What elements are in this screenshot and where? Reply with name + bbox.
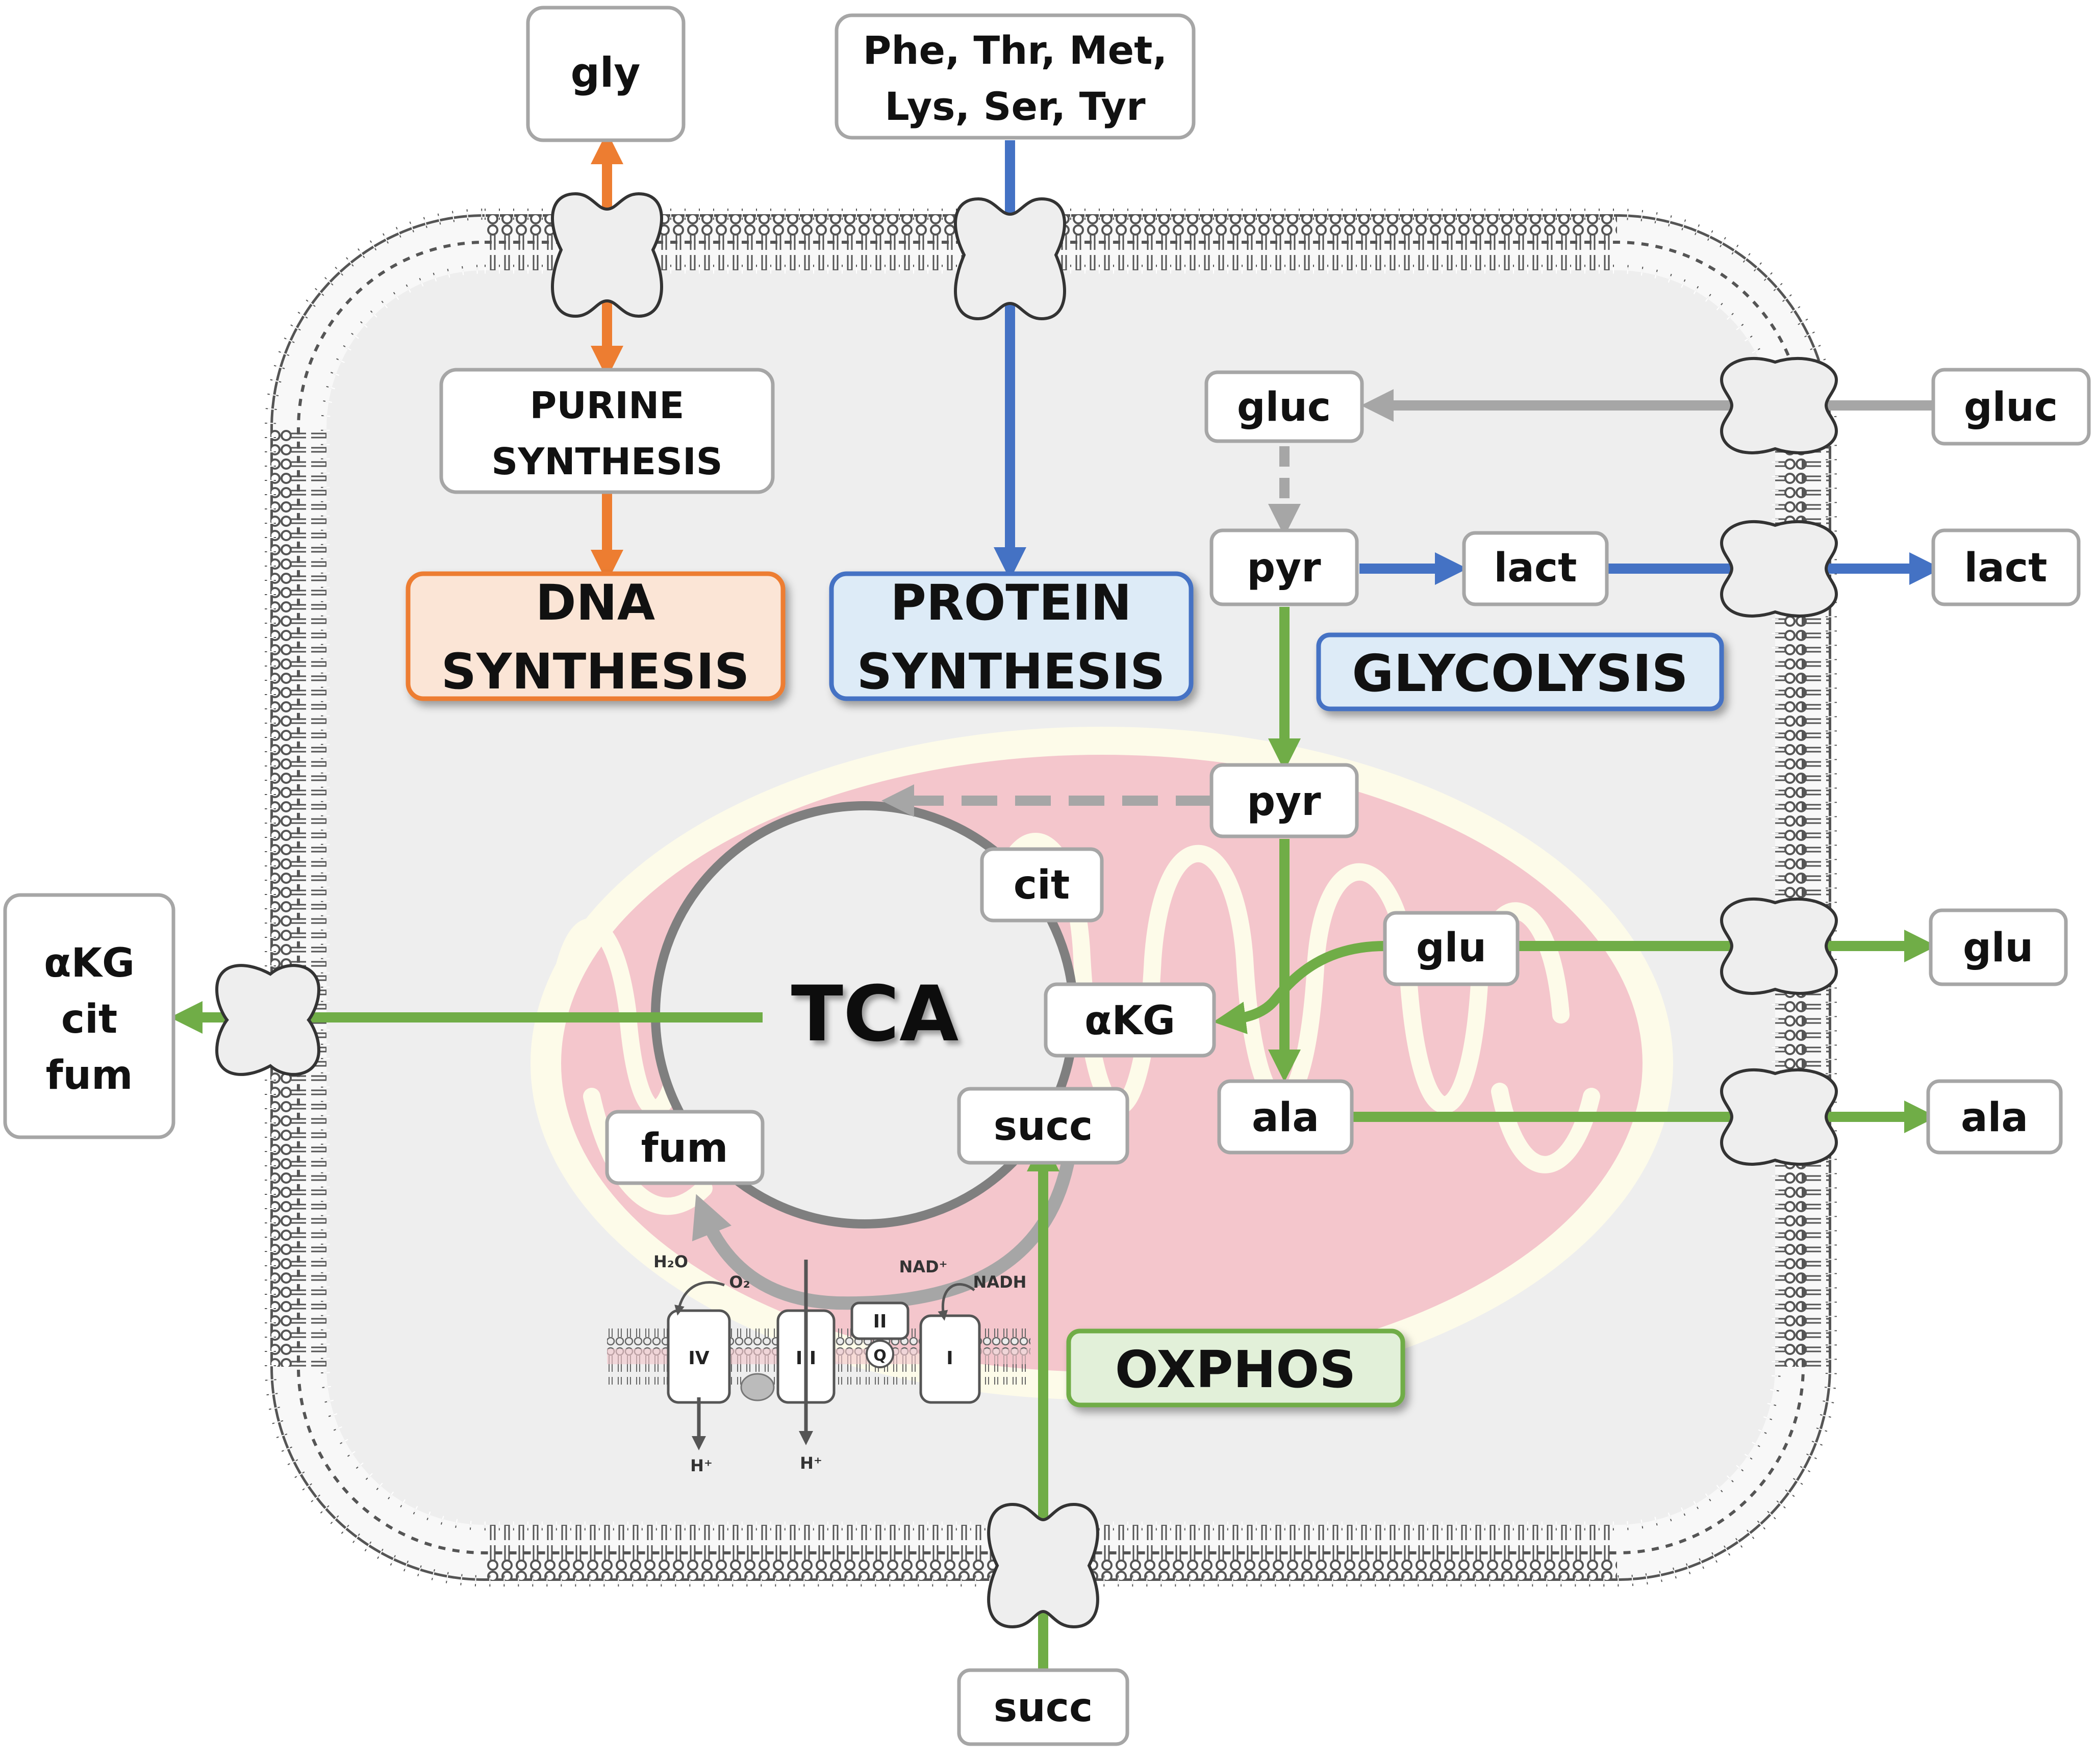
purine-text-line1: PURINE [530,384,685,427]
lact-in-text: lact [1494,545,1577,591]
gluc-out-box [1931,368,2091,446]
purine-text-line2: SYNTHESIS [491,440,722,483]
export-akg-text: αKG [44,940,135,986]
dna-synthesis-box [406,571,786,701]
complex-i [919,1314,981,1404]
pyr-mito-text: pyr [1247,779,1321,825]
glu-in-box [1383,911,1520,986]
ubiquinone [866,1340,894,1368]
succ-out-text: succ [994,1685,1093,1731]
ala-out-box [1926,1079,2063,1155]
cit-text: cit [1014,862,1070,908]
ala-in-text: ala [1252,1095,1319,1141]
transporter-amino-acids [954,197,1066,321]
dna-text-line2: SYNTHESIS [441,643,749,700]
complex-iv-label: IV [688,1348,709,1369]
boxes: gly Phe, Thr, Met, Lys, Ser, Tyr PURINE … [3,6,2091,1746]
protein-text-line2: SYNTHESIS [857,643,1165,700]
glycolysis-text: GLYCOLYSIS [1352,644,1688,703]
gly-text: gly [571,49,641,96]
purine-synthesis-box [439,368,775,494]
complex-ii [850,1301,910,1340]
transporter-lact [1720,520,1838,618]
pyr-cyto-box [1209,528,1359,606]
transporter-tca-export [215,964,321,1076]
nad-label: NAD⁺ [899,1257,948,1276]
glu-to-akg-arrow [1213,941,1385,1034]
oxphos-box [1066,1328,1405,1408]
tca-label: TCA [791,970,959,1059]
h-plus-label-2: H⁺ [800,1453,822,1473]
nadh-label: NADH [973,1272,1027,1292]
transporter-succ [987,1502,1099,1629]
ala-out-text: ala [1961,1095,2028,1141]
complex-i-label: I [946,1348,953,1369]
glu-out-text: glu [1963,925,2033,971]
o2-label: O₂ [729,1272,750,1292]
amino-acids-box [835,13,1196,140]
lact-out-text: lact [1964,545,2048,591]
glycolysis-box [1316,632,1724,711]
succ-out-box [957,1668,1129,1746]
lact-out-box [1931,528,2081,606]
export-box [3,893,175,1139]
gluc-in-text: gluc [1237,385,1331,430]
gluc-in-box [1204,370,1364,443]
h2o-label: H₂O [653,1252,688,1271]
export-cit-text: cit [61,996,117,1042]
pyr-mito-box [1209,763,1359,838]
akg-text: αKG [1084,998,1175,1044]
transporter-glu [1720,897,1838,995]
complex-ii-label: II [873,1311,887,1332]
glu-in-text: glu [1416,925,1486,971]
aa-text-line1: Phe, Thr, Met, [863,28,1168,73]
succ-in-box [957,1087,1129,1165]
transporter-ala [1720,1068,1838,1166]
lact-in-box [1462,531,1609,606]
aa-text-line2: Lys, Ser, Tyr [885,84,1146,129]
cytochrome-c [740,1373,775,1401]
pyr-cyto-text: pyr [1247,545,1321,591]
export-fum-text: fum [46,1053,133,1098]
cit-box [980,847,1104,923]
gluc-out-text: gluc [1964,385,2058,430]
gly-box [526,6,686,142]
akg-box [1044,982,1216,1058]
ala-in-box [1217,1079,1354,1155]
fum-box [605,1110,765,1185]
oxphos-text: OXPHOS [1115,1340,1356,1399]
dna-text-line1: DNA [536,574,655,631]
h-plus-label-1: H⁺ [690,1456,713,1475]
protein-synthesis-box [829,571,1194,701]
transporter-gly [551,192,663,318]
transporters [215,192,1838,1629]
glu-out-box [1929,908,2068,986]
q-label: Q [873,1347,887,1365]
succ-in-text: succ [994,1104,1093,1149]
transporter-gluc [1720,356,1838,454]
fum-text: fum [641,1126,728,1171]
electron-transport-chain: IV III II Q I H₂O O₂ NAD⁺ NADH H⁺ H⁺ [607,1252,1030,1475]
protein-text-line1: PROTEIN [890,574,1131,631]
